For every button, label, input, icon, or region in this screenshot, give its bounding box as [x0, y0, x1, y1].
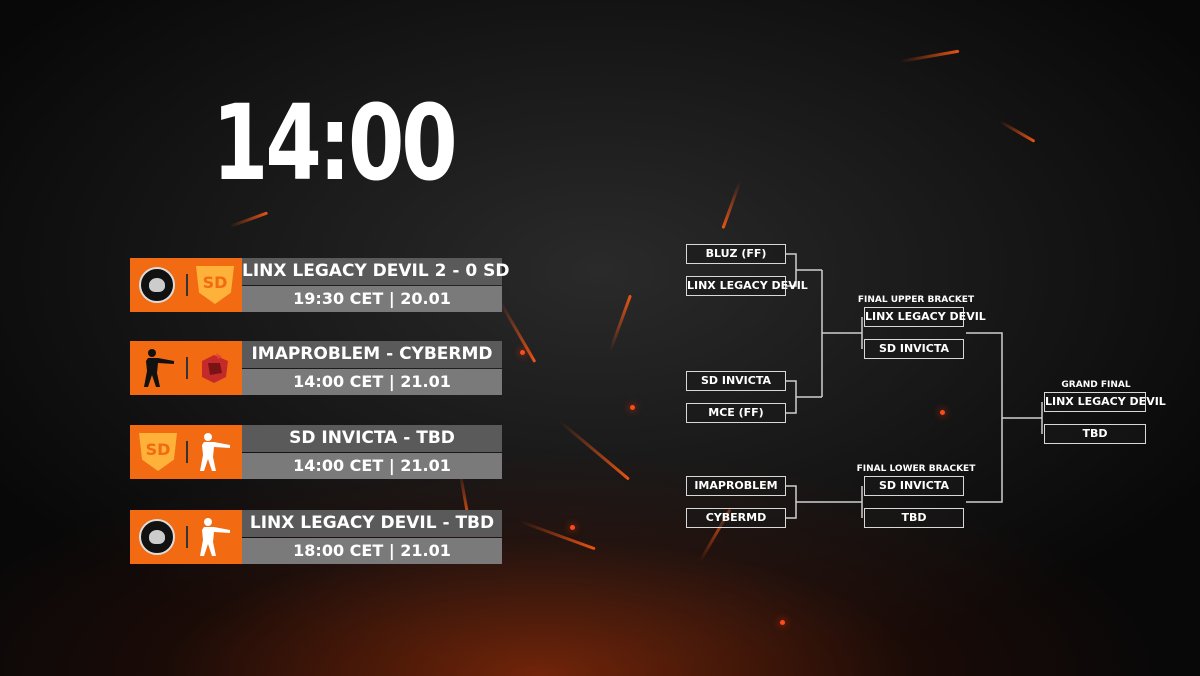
soldier-silhouette-logo [200, 433, 230, 471]
match-schedule: 14:00 CET | 21.01 [242, 453, 502, 479]
match-logos: SD [130, 258, 242, 312]
match-schedule: 19:30 CET | 20.01 [242, 286, 502, 312]
logo-divider [186, 441, 188, 463]
bracket-slot: SD INVICTA [864, 339, 964, 359]
bracket-slot: MCE (FF) [686, 403, 786, 423]
grand-final-label: GRAND FINAL [1061, 380, 1131, 390]
logo-divider [186, 274, 188, 296]
match-teams: IMAPROBLEM - CYBERMD [242, 341, 502, 368]
soldier-silhouette-logo [144, 349, 174, 387]
match-schedule: 18:00 CET | 21.01 [242, 538, 502, 564]
logo-divider [186, 357, 188, 379]
match-logos [130, 510, 242, 564]
logo-divider [186, 526, 188, 548]
match-card: IMAPROBLEM - CYBERMD 14:00 CET | 21.01 [130, 341, 502, 395]
match-teams: LINX LEGACY DEVIL 2 - 0 SD [242, 258, 509, 285]
match-logos [130, 341, 242, 395]
soldier-silhouette-logo [200, 518, 230, 556]
match-teams: SD INVICTA - TBD [242, 425, 502, 452]
final-upper-label: FINAL UPPER BRACKET [857, 295, 975, 305]
match-card: SD LINX LEGACY DEVIL 2 - 0 SD 19:30 CET … [130, 258, 509, 312]
bracket-slot: LINX LEGACY DEVIL [1044, 392, 1166, 412]
sd-invicta-logo: SD [196, 266, 234, 304]
bracket-slot: BLUZ (FF) [686, 244, 786, 264]
final-lower-label: FINAL LOWER BRACKET [856, 464, 976, 474]
match-logos: SD [130, 425, 242, 479]
bracket-slot: SD INVICTA [686, 371, 786, 391]
match-teams: LINX LEGACY DEVIL - TBD [242, 510, 502, 537]
linx-legacy-logo [139, 267, 175, 303]
main-time: 14:00 [212, 82, 458, 204]
bracket-slot: IMAPROBLEM [686, 476, 786, 496]
bracket-slot: LINX LEGACY DEVIL [864, 307, 986, 327]
linx-legacy-logo [139, 519, 175, 555]
bracket-slot: TBD [1044, 424, 1146, 444]
match-schedule: 14:00 CET | 21.01 [242, 369, 502, 395]
match-card: SD SD INVICTA - TBD 14:00 CET | 21.01 [130, 425, 502, 479]
bracket-slot: TBD [864, 508, 964, 528]
bracket-slot: SD INVICTA [864, 476, 964, 496]
match-card: LINX LEGACY DEVIL - TBD 18:00 CET | 21.0… [130, 510, 502, 564]
bracket-slot: LINX LEGACY DEVIL [686, 276, 808, 296]
cybermd-logo [202, 353, 228, 383]
bracket-slot: CYBERMD [686, 508, 786, 528]
